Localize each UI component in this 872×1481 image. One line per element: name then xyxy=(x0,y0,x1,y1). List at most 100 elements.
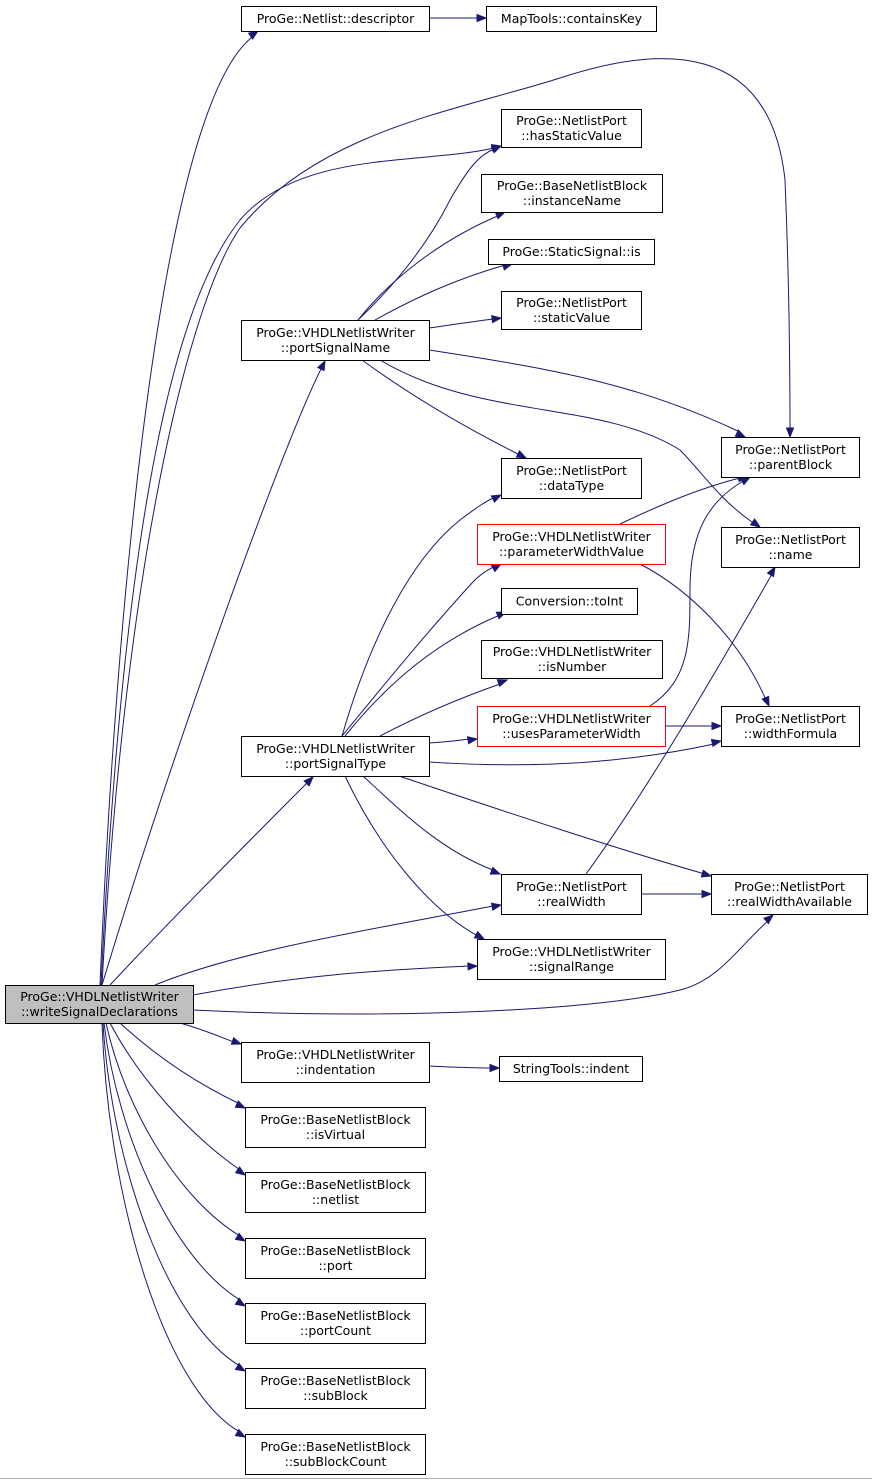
node-box[interactable] xyxy=(501,458,642,499)
arrowhead-realWidthAvailable xyxy=(701,889,713,899)
arrowhead-widthFormula xyxy=(711,721,723,731)
node-label: ::name xyxy=(769,547,813,562)
node-box[interactable] xyxy=(477,939,666,980)
node-label: ::realWidth xyxy=(537,894,605,909)
node-portSignalName[interactable]: ProGe::VHDLNetlistWriter::portSignalName xyxy=(241,320,430,361)
node-staticSignalIs[interactable]: ProGe::StaticSignal::is xyxy=(488,239,655,265)
node-label: ::netlist xyxy=(312,1192,359,1207)
node-box[interactable] xyxy=(241,6,430,32)
node-label: ::widthFormula xyxy=(744,726,837,741)
node-box[interactable] xyxy=(241,320,430,361)
edge-writeSignalDeclarations-to-portSignalType xyxy=(109,781,309,986)
node-containsKey[interactable]: MapTools::containsKey xyxy=(486,6,657,32)
node-box[interactable] xyxy=(481,174,663,213)
node-widthFormula[interactable]: ProGe::NetlistPort::widthFormula xyxy=(721,706,860,747)
node-signalRange[interactable]: ProGe::VHDLNetlistWriter::signalRange xyxy=(477,939,666,980)
node-descriptor[interactable]: ProGe::Netlist::descriptor xyxy=(241,6,430,32)
edge-portSignalName-to-hasStaticValue xyxy=(357,148,495,321)
edge-portSignalType-to-realWidth xyxy=(362,775,494,871)
edge-realWidth-to-portName xyxy=(585,573,773,875)
node-portSignalType[interactable]: ProGe::VHDLNetlistWriter::portSignalType xyxy=(241,736,430,777)
arrowhead-instanceName xyxy=(494,211,507,220)
node-box[interactable] xyxy=(5,985,194,1024)
node-box[interactable] xyxy=(721,437,860,478)
edge-portSignalType-to-dataType xyxy=(341,496,496,737)
node-label: ::hasStaticValue xyxy=(521,128,622,143)
node-subBlockCount[interactable]: ProGe::BaseNetlistBlock::subBlockCount xyxy=(245,1434,426,1475)
node-box[interactable] xyxy=(241,736,430,777)
node-box[interactable] xyxy=(721,527,860,568)
node-box[interactable] xyxy=(477,706,666,747)
node-box[interactable] xyxy=(477,524,666,565)
arrowhead-signalRange xyxy=(467,962,479,971)
node-label: ProGe::VHDLNetlistWriter xyxy=(493,644,652,659)
node-box[interactable] xyxy=(499,1056,643,1082)
node-subBlock[interactable]: ProGe::BaseNetlistBlock::subBlock xyxy=(245,1368,426,1409)
arrowhead-realWidthAvailable xyxy=(700,869,713,878)
node-box[interactable] xyxy=(241,1042,430,1083)
node-box[interactable] xyxy=(501,291,642,330)
node-box[interactable] xyxy=(245,1238,426,1279)
node-label: ::portCount xyxy=(300,1323,371,1338)
node-netlist[interactable]: ProGe::BaseNetlistBlock::netlist xyxy=(245,1172,426,1213)
arrowhead-isVirtual xyxy=(234,1100,247,1109)
arrowhead-portSignalType xyxy=(303,776,314,787)
node-label: StringTools::indent xyxy=(513,1061,629,1076)
node-label: ::parameterWidthValue xyxy=(499,544,644,559)
node-toInt[interactable]: Conversion::toInt xyxy=(501,588,638,615)
arrowhead-parentBlock xyxy=(739,476,752,486)
node-label: ProGe::NetlistPort xyxy=(516,879,627,894)
node-box[interactable] xyxy=(486,6,657,32)
node-usesParameterWidth[interactable]: ProGe::VHDLNetlistWriter::usesParameterW… xyxy=(477,706,666,747)
node-isVirtual[interactable]: ProGe::BaseNetlistBlock::isVirtual xyxy=(245,1107,426,1148)
node-box[interactable] xyxy=(501,874,642,915)
arrowhead-subBlock xyxy=(234,1362,247,1372)
node-label: ::portSignalName xyxy=(281,340,391,355)
node-label: ProGe::Netlist::descriptor xyxy=(257,11,415,26)
edge-writeSignalDeclarations-to-subBlockCount xyxy=(101,1022,241,1433)
node-label: ::staticValue xyxy=(533,310,610,325)
node-box[interactable] xyxy=(488,239,655,265)
node-staticValue[interactable]: ProGe::NetlistPort::staticValue xyxy=(501,291,642,330)
node-box[interactable] xyxy=(245,1434,426,1475)
node-portName[interactable]: ProGe::NetlistPort::name xyxy=(721,527,860,568)
node-box[interactable] xyxy=(501,588,638,615)
edge-writeSignalDeclarations-to-descriptor xyxy=(99,34,256,986)
node-box[interactable] xyxy=(711,874,868,915)
node-box[interactable] xyxy=(481,640,663,679)
node-isNumber[interactable]: ProGe::VHDLNetlistWriter::isNumber xyxy=(481,640,663,679)
arrowhead-containsKey xyxy=(476,13,488,23)
node-box[interactable] xyxy=(721,706,860,747)
node-label: ProGe::BaseNetlistBlock xyxy=(260,1308,411,1323)
node-box[interactable] xyxy=(245,1303,426,1344)
node-instanceName[interactable]: ProGe::BaseNetlistBlock::instanceName xyxy=(481,174,663,213)
edge-parameterWidthValue-to-widthFormula xyxy=(639,563,767,701)
node-parentBlock[interactable]: ProGe::NetlistPort::parentBlock xyxy=(721,437,860,478)
node-box[interactable] xyxy=(245,1107,426,1148)
node-writeSignalDeclarations[interactable]: ProGe::VHDLNetlistWriter::writeSignalDec… xyxy=(5,985,194,1024)
node-label: ProGe::NetlistPort xyxy=(735,532,846,547)
node-stringIndent[interactable]: StringTools::indent xyxy=(499,1056,643,1082)
arrowhead-portName xyxy=(766,565,776,578)
arrowhead-widthFormula xyxy=(710,738,723,748)
edge-portSignalType-to-toInt xyxy=(344,614,501,737)
arrowhead-parentBlock xyxy=(734,429,747,438)
node-box[interactable] xyxy=(501,109,642,148)
node-portCount[interactable]: ProGe::BaseNetlistBlock::portCount xyxy=(245,1303,426,1344)
node-box[interactable] xyxy=(245,1172,426,1213)
arrowhead-stringIndent xyxy=(489,1063,501,1073)
node-parameterWidthValue[interactable]: ProGe::VHDLNetlistWriter::parameterWidth… xyxy=(477,524,666,565)
node-dataType[interactable]: ProGe::NetlistPort::dataType xyxy=(501,458,642,499)
node-label: ProGe::BaseNetlistBlock xyxy=(260,1112,411,1127)
node-blockPort[interactable]: ProGe::BaseNetlistBlock::port xyxy=(245,1238,426,1279)
node-label: ProGe::VHDLNetlistWriter xyxy=(256,741,415,756)
node-label: ProGe::NetlistPort xyxy=(516,463,627,478)
node-indentation[interactable]: ProGe::VHDLNetlistWriter::indentation xyxy=(241,1042,430,1083)
node-realWidth[interactable]: ProGe::NetlistPort::realWidth xyxy=(501,874,642,915)
node-hasStaticValue[interactable]: ProGe::NetlistPort::hasStaticValue xyxy=(501,109,642,148)
node-realWidthAvailable[interactable]: ProGe::NetlistPort::realWidthAvailable xyxy=(711,874,868,915)
arrowhead-parameterWidthValue xyxy=(490,563,503,573)
edge-portSignalType-to-isNumber xyxy=(379,683,501,737)
edge-portSignalName-to-parentBlock xyxy=(428,349,741,433)
node-box[interactable] xyxy=(245,1368,426,1409)
